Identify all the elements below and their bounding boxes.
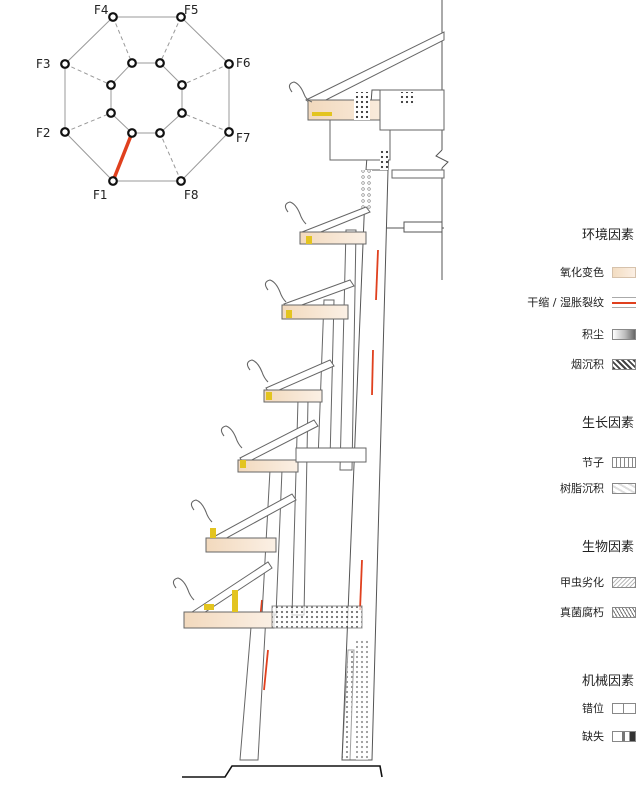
legend-item-dust: 积尘 xyxy=(582,326,636,342)
ground-base xyxy=(182,765,383,778)
legend: 环境因素 氧化变色 干缩 / 湿胀裂纹 积尘 烟沉积 生长因素 节子 树脂沉积 … xyxy=(480,0,642,787)
swatch-beetle-icon xyxy=(612,576,636,588)
label-f8: F8 xyxy=(184,188,199,202)
swatch-fungus-icon xyxy=(612,606,636,618)
decay-accents xyxy=(204,92,416,760)
legend-label: 真菌腐朽 xyxy=(560,606,604,619)
label-f4: F4 xyxy=(94,3,109,17)
swatch-smoke-icon xyxy=(612,358,636,370)
label-f7: F7 xyxy=(236,131,251,145)
label-f3: F3 xyxy=(36,57,51,71)
legend-label: 节子 xyxy=(582,456,604,469)
legend-label: 错位 xyxy=(582,702,604,715)
legend-label: 氧化变色 xyxy=(560,266,604,279)
swatch-crack-icon xyxy=(612,296,636,308)
legend-group-biological: 生物因素 xyxy=(581,540,634,555)
label-f2: F2 xyxy=(36,126,51,140)
label-f5: F5 xyxy=(184,3,199,17)
radial-links xyxy=(64,16,230,182)
node-points xyxy=(60,12,234,186)
legend-item-resin: 树脂沉积 xyxy=(560,480,636,496)
legend-item-smoke: 烟沉积 xyxy=(571,356,636,372)
legend-item-oxidation: 氧化变色 xyxy=(560,264,636,280)
eave-ornaments xyxy=(172,81,313,601)
swatch-missing-icon xyxy=(612,730,636,742)
swatch-resin-icon xyxy=(612,482,636,494)
swatch-offset-icon xyxy=(612,702,636,714)
legend-label: 树脂沉积 xyxy=(560,482,604,495)
legend-group-mechanical: 机械因素 xyxy=(581,674,634,689)
roof-tiers xyxy=(183,31,445,629)
label-f6: F6 xyxy=(236,56,251,70)
legend-label: 干缩 / 湿胀裂纹 xyxy=(527,296,604,309)
legend-label: 烟沉积 xyxy=(571,358,604,371)
legend-item-cracks: 干缩 / 湿胀裂纹 xyxy=(527,294,636,310)
swatch-knot-icon xyxy=(612,456,636,468)
legend-item-offset: 错位 xyxy=(582,700,636,716)
legend-group-environment: 环境因素 xyxy=(581,228,634,243)
octagon-key-plan: F1 F2 F3 F4 F5 F6 F7 F8 xyxy=(36,3,251,202)
legend-item-fungus: 真菌腐朽 xyxy=(560,604,636,620)
legend-item-missing: 缺失 xyxy=(582,728,636,744)
legend-item-beetle: 甲虫劣化 xyxy=(560,574,636,590)
legend-label: 积尘 xyxy=(582,328,604,341)
label-f1: F1 xyxy=(93,188,108,202)
swatch-oxidation-icon xyxy=(612,266,636,278)
legend-item-knot: 节子 xyxy=(582,454,636,470)
legend-group-growth: 生长因素 xyxy=(581,416,634,431)
legend-label: 缺失 xyxy=(582,730,604,743)
swatch-dust-icon xyxy=(612,328,636,340)
highlight-member xyxy=(111,132,134,182)
legend-label: 甲虫劣化 xyxy=(560,576,604,589)
